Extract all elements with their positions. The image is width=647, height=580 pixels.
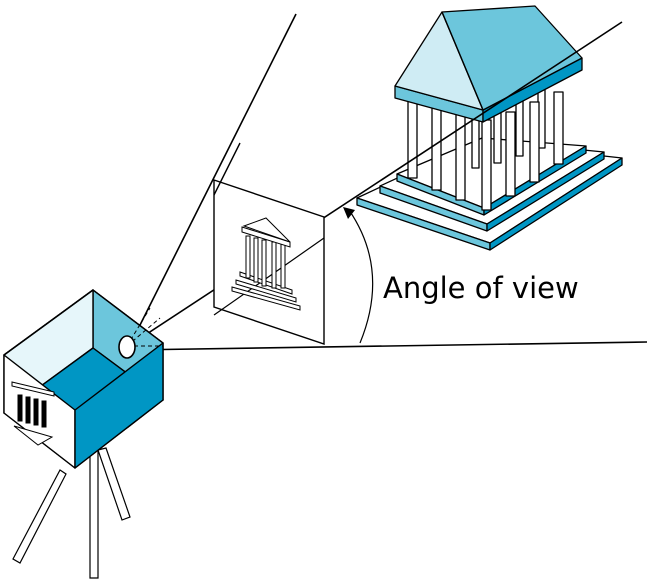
temple-step-bottom-side (489, 157, 623, 251)
tripod (12, 447, 131, 579)
view-rays (129, 13, 647, 351)
upper-ray (129, 13, 297, 346)
pinhole-camera (3, 289, 164, 469)
angle-arc (348, 209, 374, 344)
tripod-leg-right (97, 447, 131, 521)
camera-side-face (74, 342, 164, 469)
angle-of-view-label: Angle of view (383, 271, 579, 305)
image-plane-face (213, 179, 325, 345)
center-ray (126, 21, 623, 348)
image-plane (213, 142, 325, 345)
lower-ray (129, 341, 647, 351)
temple (356, 5, 623, 251)
tripod-leg-middle (89, 449, 99, 579)
tripod-leg-left (12, 469, 67, 564)
camera-inverted-image (11, 381, 55, 446)
pinhole (118, 335, 136, 359)
temple-step-middle-side (486, 151, 605, 232)
angle-arrowhead (343, 207, 355, 219)
projected-image (231, 217, 301, 311)
